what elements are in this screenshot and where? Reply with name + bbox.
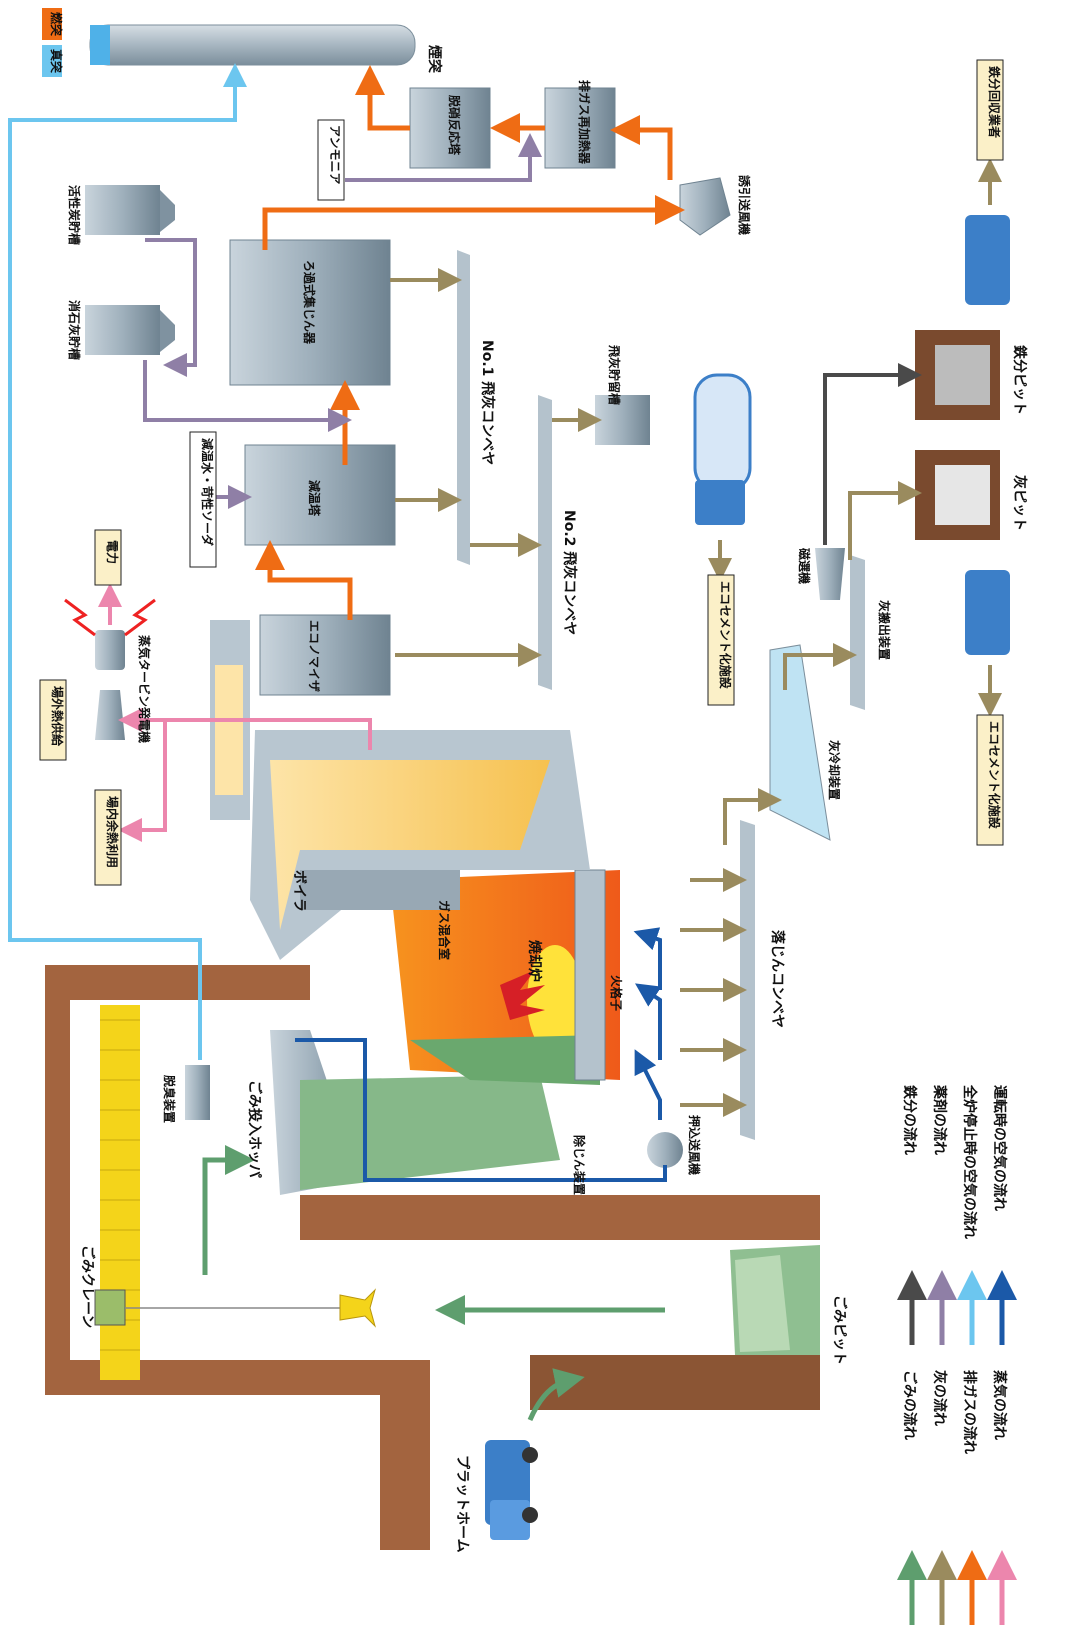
iron-flow (823, 363, 922, 545)
economizer (259, 614, 391, 696)
ash-unloader (850, 555, 865, 710)
onsite-heat-label: 場内余熱利用 (105, 796, 120, 868)
catalyst-label: 脱硝反応塔 (447, 95, 462, 156)
furnace-label: 焼却炉 (526, 940, 543, 982)
grate (574, 869, 606, 1081)
legend-label-air-stop: 全炉停止時の空気の流れ (961, 1084, 978, 1239)
cooling-tower-label: 減温塔 (307, 480, 322, 517)
air-stop-flow (8, 63, 247, 1060)
forced-fan (647, 1132, 683, 1168)
exhaust-tip-label: 燃突 (49, 12, 64, 36)
dust-remover-label: 除じん装置 (572, 1135, 587, 1195)
cooling-chem-box (189, 431, 217, 568)
forced-fan-label: 押込送風機 (687, 1115, 702, 1175)
fly-ash-conveyor-no1 (457, 250, 470, 565)
magnet-label: 磁選機 (797, 547, 812, 584)
bag-filter-label: ろ過式集じん器 (302, 260, 317, 345)
iron-recovery-box (976, 59, 1004, 161)
ash-flow (390, 158, 1002, 1117)
hopper-label: ごみ投入ホッパ (246, 1080, 263, 1178)
garbage-pit (730, 1245, 820, 1355)
eco-cement-2-box (976, 714, 1004, 846)
gas-mixing-label: ガス混合室 (437, 900, 452, 960)
offsite-heat-label: 場外熱供給 (50, 686, 65, 747)
cooling-chem-label: 減温水・苛性ソーダ (200, 438, 215, 546)
intake-tip-label: 真突 (49, 49, 64, 73)
turbine-label: 蒸気タービン発電機 (137, 635, 152, 743)
tank-truck-icon (693, 373, 752, 525)
power-box (94, 529, 122, 586)
garbage-pit-label: ごみピット (831, 1295, 848, 1365)
ash-cooler-label: 灰冷却装置 (827, 740, 842, 800)
legend-label-garbage: ごみの流れ (901, 1370, 918, 1440)
grate-label: 火格子 (609, 975, 624, 1011)
cooling-tower (244, 444, 396, 546)
slaked-lime-label: 消石灰貯槽 (67, 300, 82, 360)
fly-ash-tank (595, 395, 650, 445)
steam-flow (98, 583, 372, 842)
garbage-truck-icon (485, 1440, 538, 1540)
crane-rail (94, 1005, 340, 1380)
truck-icon-iron (965, 215, 1010, 305)
legend-label-iron: 鉄分の流れ (901, 1085, 918, 1155)
chimney (89, 24, 416, 66)
activated-carbon-silo (85, 185, 175, 235)
deodorizer-label: 脱臭装置 (162, 1075, 177, 1123)
activated-carbon-label: 活性炭貯槽 (67, 185, 82, 245)
air-running-flow (295, 927, 667, 1182)
legend: ごみの流れ 灰の流れ 排ガスの流れ 蒸気の流れ 鉄分の流れ 薬剤の流れ 全炉停止… (897, 1084, 1017, 1625)
ash-unloader-label: 灰搬出装置 (877, 600, 892, 660)
chimney-label: 煙突 (426, 45, 443, 73)
induced-fan-label: 誘引送風機 (737, 175, 752, 235)
onsite-heat-box (94, 789, 122, 886)
legend-label-ash: 灰の流れ (931, 1370, 948, 1426)
ash-cooler (769, 644, 831, 841)
boiler (210, 620, 590, 960)
ammonia-box (317, 119, 345, 201)
reheater-label: 排ガス再加熱器 (577, 80, 592, 165)
intake-tip-box (42, 45, 62, 77)
fly-ash-tank-label: 飛灰貯留槽 (607, 344, 622, 405)
platform-label: プラットホーム (454, 1455, 470, 1553)
slaked-lime-silo (85, 305, 175, 355)
ash-conveyor-label: 落じんコンベヤ (769, 930, 786, 1028)
legend-label-exhaust: 排ガスの流れ (961, 1370, 978, 1454)
power-label: 電力 (105, 540, 120, 564)
legend-label-chemical: 薬剤の流れ (931, 1085, 948, 1155)
iron-recovery-label: 鉄分回収業者 (987, 66, 1002, 138)
ash-pit-label: 灰ピット (1011, 475, 1028, 531)
bag-filter (229, 239, 391, 386)
iron-pit (915, 330, 1000, 420)
induced-fan (679, 177, 731, 236)
eco-cement-2-label: エコセメント化施設 (987, 721, 1002, 830)
conveyor-no2-label: No.2 飛灰コンベヤ (561, 510, 578, 635)
legend-label-steam: 蒸気の流れ (991, 1370, 1008, 1440)
furnace (390, 870, 620, 1085)
boiler-label: ボイラ (291, 870, 307, 912)
exhaust-tip-box (42, 8, 62, 40)
crane-label: ごみクレーン (79, 1245, 96, 1328)
magnet (815, 548, 845, 600)
crane-grab-icon (339, 1288, 376, 1328)
eco-cement-1-label: エコセメント化施設 (718, 581, 733, 690)
ammonia-label: アンモニア (328, 125, 342, 185)
fly-ash-conveyor-no2 (538, 395, 552, 690)
building-walls (45, 965, 820, 1550)
truck-icon-eco (965, 570, 1010, 655)
turbine-generator-icon (64, 598, 156, 740)
economizer-label: エコノマイザ (307, 620, 321, 692)
conveyor-no1-label: No.1 飛灰コンベヤ (479, 340, 496, 465)
deodorizer (185, 1065, 210, 1120)
eco-cement-1-box (707, 574, 735, 706)
iron-pit-label: 鉄分ピット (1011, 345, 1028, 415)
garbage-flow (202, 1145, 665, 1421)
ash-pit (915, 450, 1000, 540)
offsite-heat-box (39, 679, 67, 761)
ash-conveyor (740, 820, 755, 1140)
legend-label-air-run: 運転時の空気の流れ (991, 1085, 1008, 1211)
chemical-flow (143, 133, 542, 509)
